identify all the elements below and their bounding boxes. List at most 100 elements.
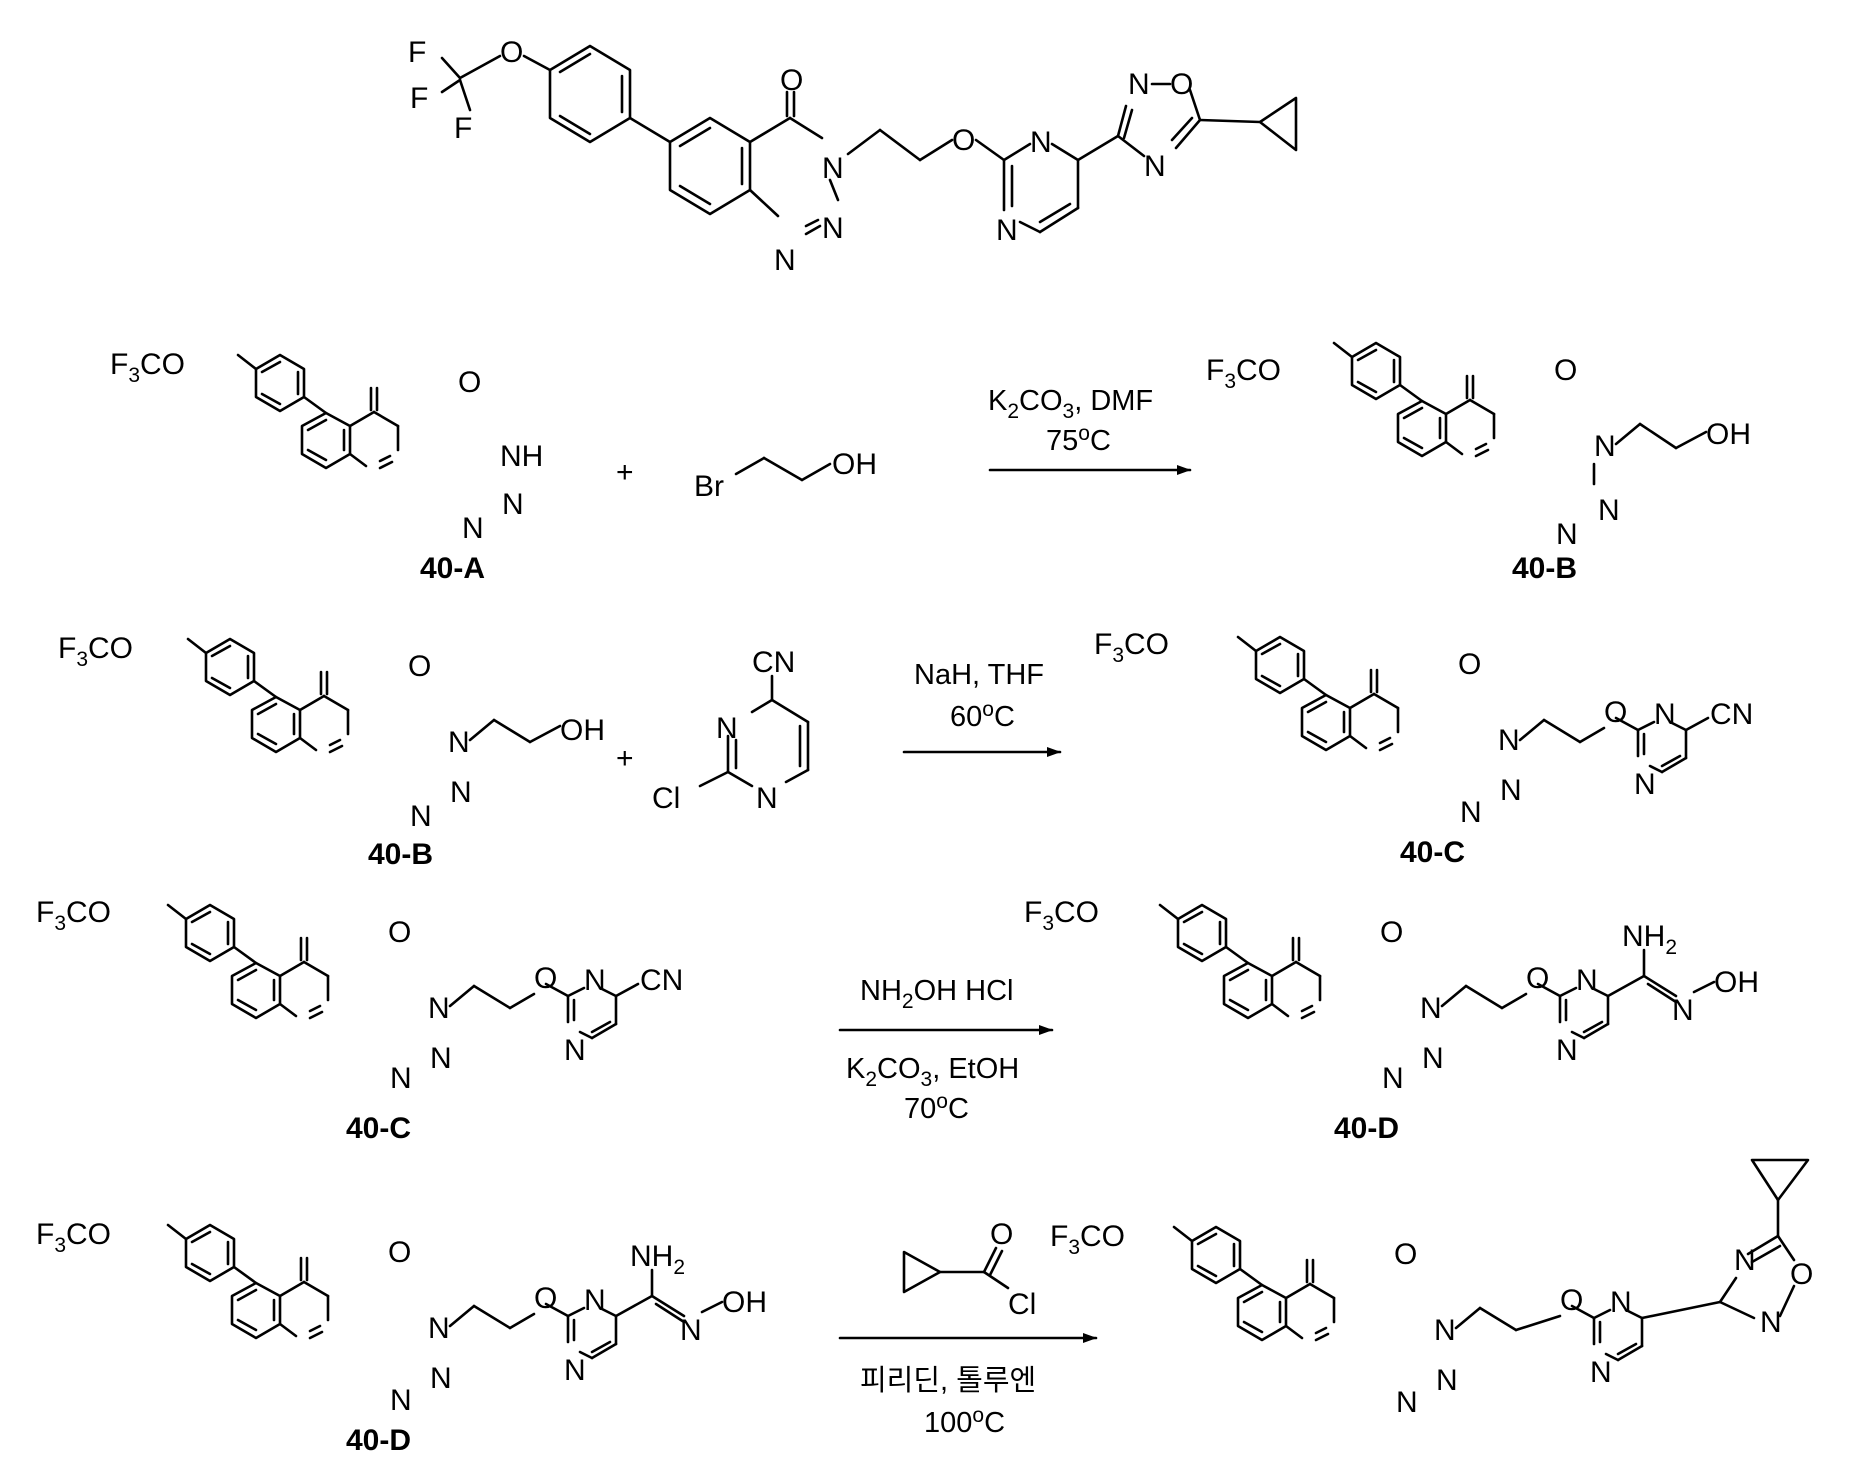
atom-n: N xyxy=(502,488,524,521)
atom-cn: CN xyxy=(1710,698,1753,731)
atom-n: N xyxy=(1598,494,1620,527)
atom-o: O xyxy=(1380,916,1403,949)
atom-o: O xyxy=(1554,354,1577,387)
atom-o: O xyxy=(500,36,523,69)
condition-solvents: 피리딘, 톨루엔 xyxy=(860,1365,1036,1397)
atom-f: F xyxy=(36,1218,54,1251)
atom-oh: OH xyxy=(832,448,877,481)
atom-o: O xyxy=(1458,648,1481,681)
atom-n: N xyxy=(1556,1034,1578,1067)
atom-n: N xyxy=(680,1314,702,1347)
atom-n: N xyxy=(756,782,778,815)
atom-oh: OH xyxy=(1714,966,1759,999)
atom-n: N xyxy=(390,1062,412,1095)
plus-sign: + xyxy=(616,742,634,775)
atom-n: N xyxy=(584,1284,606,1317)
atom-f: F xyxy=(410,82,428,115)
svg-text:NH2: NH2 xyxy=(1622,920,1677,959)
atom-cn: CN xyxy=(752,646,795,679)
svg-text:NH2: NH2 xyxy=(630,1240,685,1279)
atom-o: O xyxy=(388,1236,411,1269)
atom-n: N xyxy=(822,212,844,245)
atom-o: O xyxy=(534,962,557,995)
atom-oh: OH xyxy=(722,1286,767,1319)
atom-n: N xyxy=(996,214,1018,247)
atom-o: O xyxy=(952,124,975,157)
condition-temperature: 75oC xyxy=(1046,422,1111,457)
atom-f: F xyxy=(36,896,54,929)
atom-n: N xyxy=(1672,994,1694,1027)
atom-f: F xyxy=(58,632,76,665)
atom-n: N xyxy=(1434,1314,1456,1347)
atom-f: F xyxy=(454,112,472,145)
reaction-row-2: F3CO O N OH N N 40-B + CN N N Cl NaH, TH… xyxy=(58,628,1753,871)
condition-temperature: 70oC xyxy=(904,1090,969,1125)
reaction-row-3: F3CO O N O N N CN N N 40-C NH2OH HCl K2C… xyxy=(36,896,1759,1145)
atom-n: N xyxy=(1610,1286,1632,1319)
atom-f: F xyxy=(1050,1220,1068,1253)
atom-n: N xyxy=(1734,1244,1756,1277)
atom-n: N xyxy=(822,152,844,185)
atom-n: N xyxy=(450,776,472,809)
condition-reagent: NH2OH HCl xyxy=(860,975,1013,1013)
atom-nh: NH xyxy=(500,440,543,473)
atom-n: N xyxy=(1654,698,1676,731)
compound-label-40-b: 40-B xyxy=(368,838,433,871)
atom-br: Br xyxy=(694,470,724,503)
atom-o: O xyxy=(1560,1284,1583,1317)
atom-n: N xyxy=(1144,150,1166,183)
atom-o: O xyxy=(1790,1258,1813,1291)
atom-n: N xyxy=(1382,1062,1404,1095)
compound-label-40-b: 40-B xyxy=(1512,552,1577,585)
atom-n: N xyxy=(448,726,470,759)
atom-n: N xyxy=(1498,724,1520,757)
atom-o: O xyxy=(990,1218,1013,1251)
compound-label-40-a: 40-A xyxy=(420,552,485,585)
atom-n: N xyxy=(1422,1042,1444,1075)
atom-f: F xyxy=(1094,628,1112,661)
target-structure: F F F O O N N N O N N N O N xyxy=(408,36,1296,277)
atom-n: N xyxy=(1500,774,1522,807)
atom-cl: Cl xyxy=(652,782,680,815)
atom-o: O xyxy=(1604,696,1627,729)
svg-text:F3CO: F3CO xyxy=(1024,896,1099,935)
atom-f: F xyxy=(408,36,426,69)
compound-label-40-d: 40-D xyxy=(1334,1112,1399,1145)
reaction-row-1: F3CO O NH N N 40-A + Br OH K2CO3, DMF 75… xyxy=(110,343,1751,585)
atom-n: N xyxy=(1594,430,1616,463)
svg-text:F3CO: F3CO xyxy=(36,896,111,935)
svg-text:F3CO: F3CO xyxy=(1094,628,1169,667)
reaction-row-4: F3CO O N O N N NH2 N OH N N 40-D O Cl 피리… xyxy=(36,1160,1813,1457)
compound-label-40-d: 40-D xyxy=(346,1424,411,1457)
atom-n: N xyxy=(1128,68,1150,101)
atom-n: N xyxy=(1460,796,1482,829)
atom-n: N xyxy=(1436,1364,1458,1397)
atom-o: O xyxy=(534,1282,557,1315)
atom-o: O xyxy=(388,916,411,949)
atom-cl: Cl xyxy=(1008,1288,1036,1321)
atom-n: N xyxy=(1420,992,1442,1025)
condition-reagent: NaH, THF xyxy=(914,659,1044,691)
atom-oh: OH xyxy=(560,714,605,747)
atom-n: N xyxy=(774,244,796,277)
atom-n: N xyxy=(430,1362,452,1395)
atom-n: N xyxy=(1634,768,1656,801)
svg-text:F3CO: F3CO xyxy=(1206,354,1281,393)
svg-text:K2CO3, DMF: K2CO3, DMF xyxy=(988,385,1153,423)
compound-label-40-c: 40-C xyxy=(1400,836,1465,869)
atom-n: N xyxy=(1576,964,1598,997)
atom-o: O xyxy=(408,650,431,683)
atom-o: O xyxy=(1170,68,1193,101)
atom-n: N xyxy=(1590,1356,1612,1389)
atom-n: N xyxy=(430,1042,452,1075)
svg-text:F3CO: F3CO xyxy=(58,632,133,671)
atom-oh: OH xyxy=(1706,418,1751,451)
svg-text:F3CO: F3CO xyxy=(1050,1220,1125,1259)
atom-n: N xyxy=(564,1034,586,1067)
svg-text:F3CO: F3CO xyxy=(36,1218,111,1257)
atom-o: O xyxy=(780,64,803,97)
atom-n: N xyxy=(1030,126,1052,159)
condition-reagent: K xyxy=(988,385,1008,417)
atom-nh2: NH xyxy=(1622,920,1665,953)
